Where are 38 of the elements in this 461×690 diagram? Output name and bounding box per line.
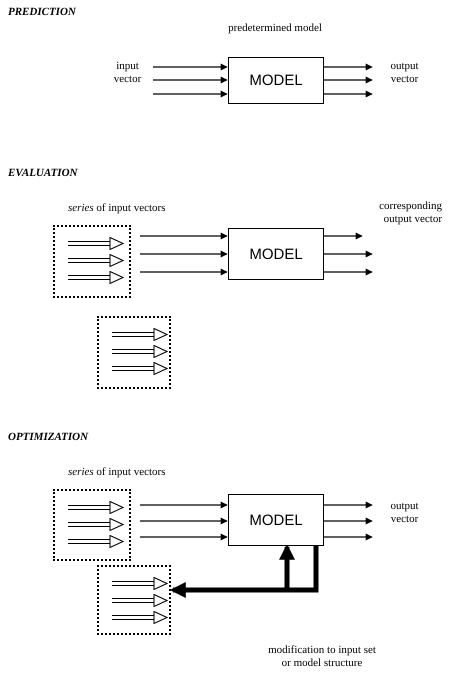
arrow <box>140 232 228 240</box>
arrow <box>140 534 228 540</box>
arrow <box>153 90 228 98</box>
arrow <box>324 64 373 70</box>
arrow <box>324 232 363 240</box>
arrow <box>140 250 228 258</box>
model-box: MODEL <box>228 494 324 546</box>
label-text: series of input vectors <box>68 466 166 479</box>
feedback-arrow <box>170 546 318 598</box>
dotted-box <box>97 316 171 389</box>
dotted-box <box>53 489 131 561</box>
feedback-arrow <box>279 544 295 590</box>
arrow <box>324 502 373 508</box>
section-heading: OPTIMIZATION <box>8 431 90 444</box>
model-box: MODEL <box>228 57 324 104</box>
label-text: output vector <box>389 60 420 86</box>
arrow <box>140 268 228 276</box>
arrow <box>140 518 228 524</box>
dotted-box <box>53 225 131 298</box>
section-heading: PREDICTION <box>8 6 77 19</box>
model-box: MODEL <box>228 228 324 280</box>
arrow <box>324 76 373 84</box>
arrow <box>153 64 228 70</box>
label-text: modification to input set or model structure <box>267 644 377 670</box>
arrow <box>140 502 228 508</box>
dotted-box <box>97 565 171 635</box>
arrow <box>324 250 373 258</box>
arrow <box>324 534 373 540</box>
section-heading: EVALUATION <box>8 167 79 180</box>
arrow <box>324 90 373 98</box>
arrow <box>324 268 373 276</box>
label-text: input vector <box>112 60 142 86</box>
caption-text: predetermined model <box>227 22 323 35</box>
arrow <box>153 76 228 84</box>
label-text: corresponding output vector <box>378 200 442 226</box>
label-text: series of input vectors <box>68 202 166 215</box>
arrow <box>324 518 373 524</box>
label-text: output vector <box>389 500 420 526</box>
